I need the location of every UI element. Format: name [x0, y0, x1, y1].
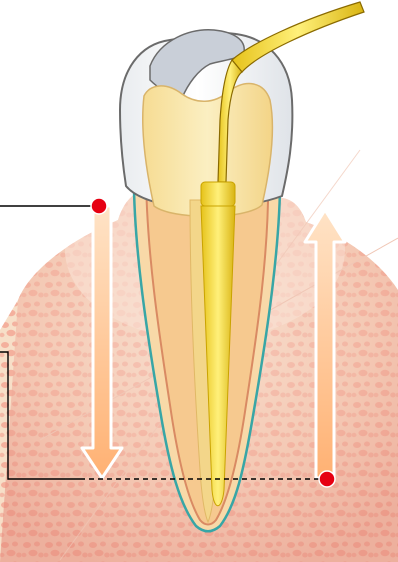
- red-dot-icon-top: [91, 198, 107, 214]
- red-dot-icon-bottom: [319, 471, 335, 487]
